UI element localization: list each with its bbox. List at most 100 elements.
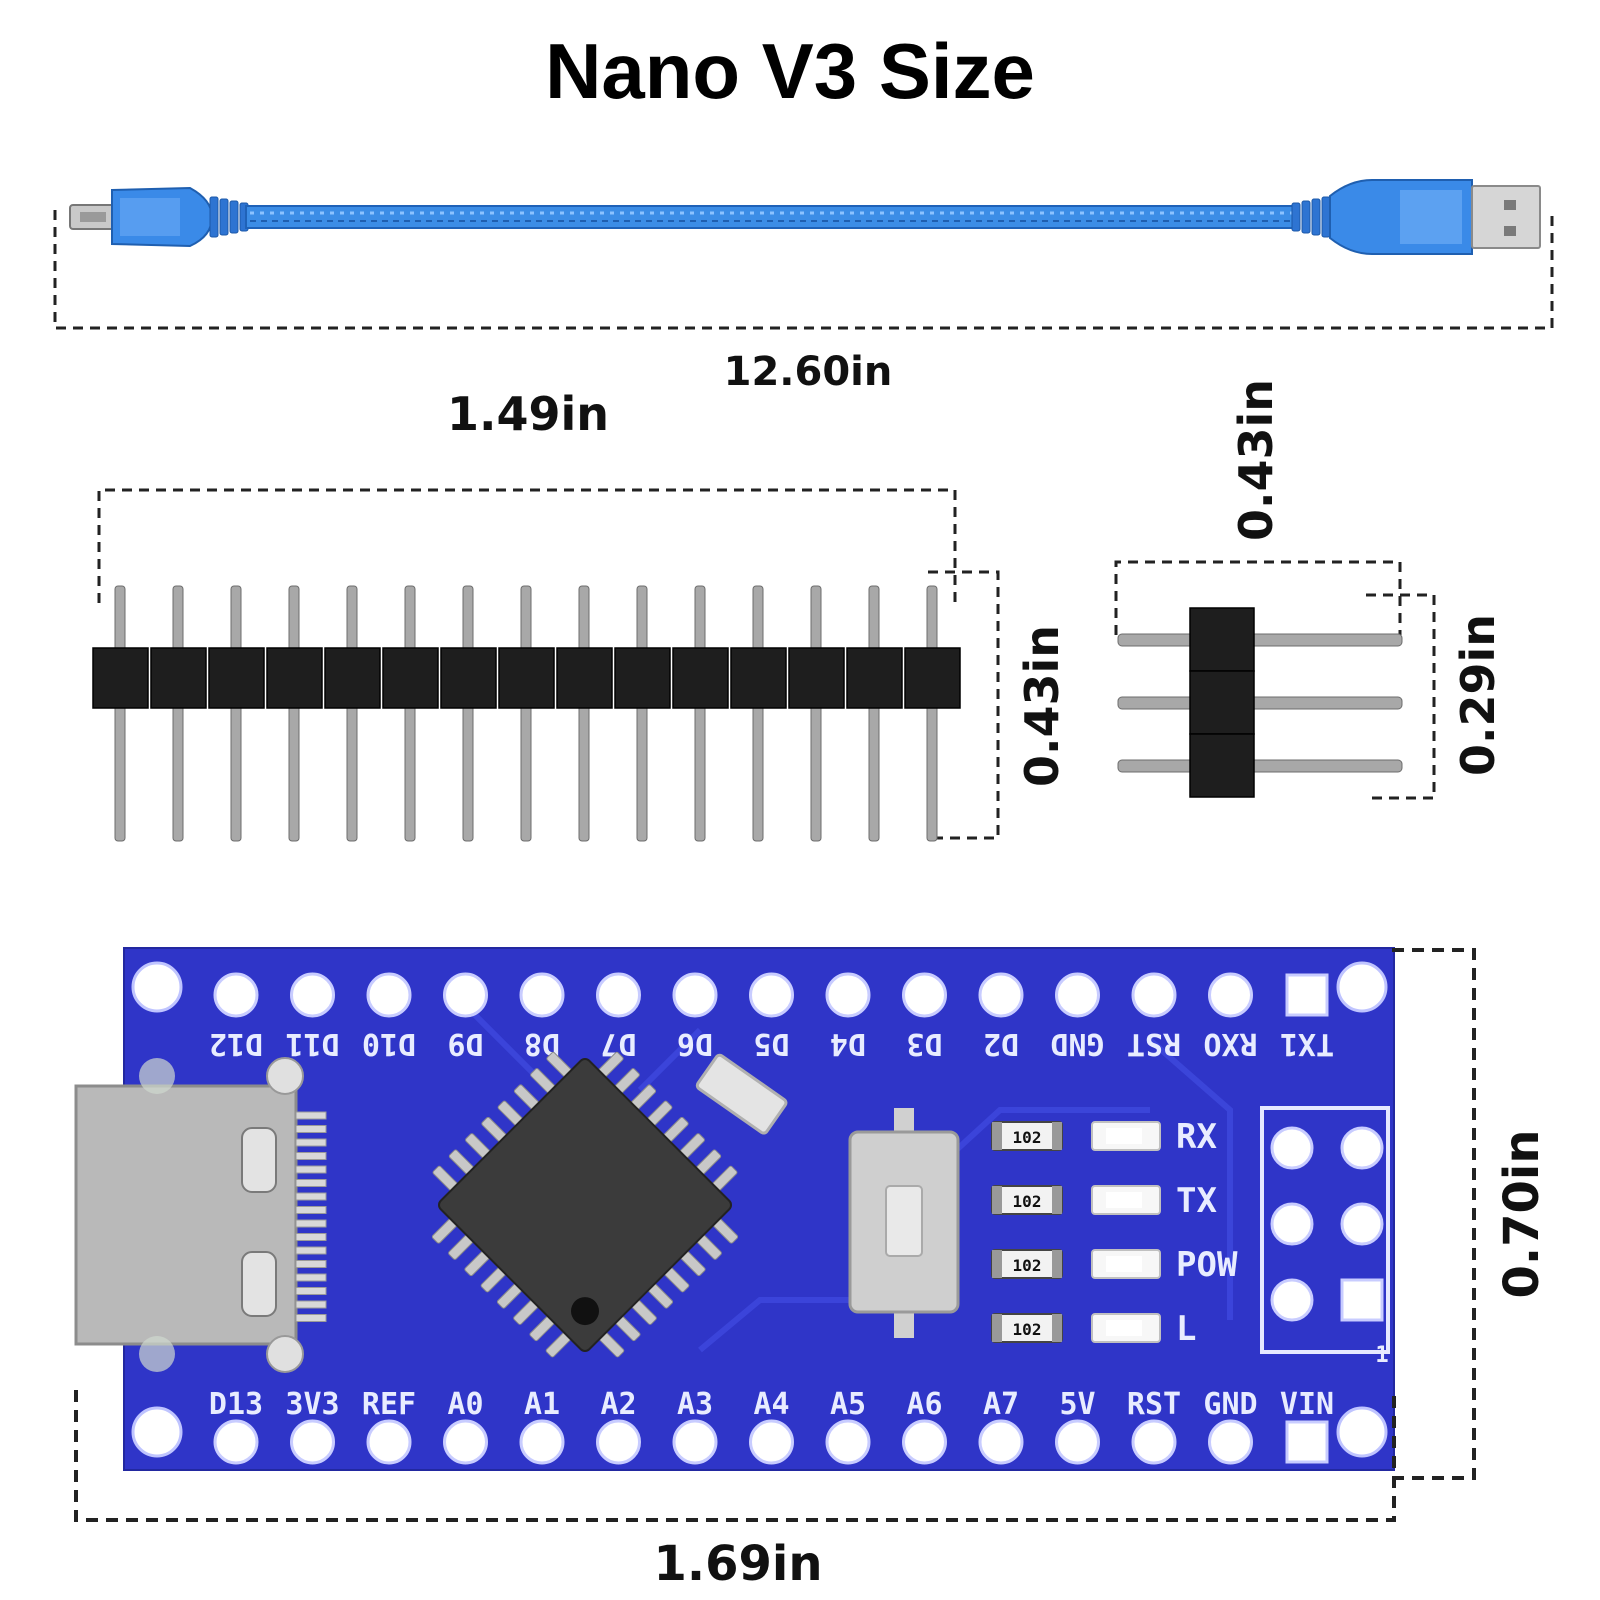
icsp-pin1-marker: 1 [1375, 1343, 1388, 1368]
small-header-block [1189, 670, 1255, 735]
bottom-pad [672, 1419, 718, 1465]
usbc-pin [295, 1273, 327, 1282]
bottom-pin-label: A1 [524, 1387, 560, 1422]
header-block [324, 647, 381, 709]
usbc-pin [295, 1165, 327, 1174]
usbc-pin [295, 1206, 327, 1214]
header-block [846, 647, 903, 709]
header-pin [346, 585, 358, 842]
usbc-pin [295, 1233, 327, 1241]
top-pin-label: RXO [1203, 1026, 1257, 1061]
header-block [92, 647, 149, 709]
usbc-pin [295, 1246, 327, 1255]
bottom-pin-label: RST [1127, 1387, 1181, 1422]
top-pin-label: D10 [362, 1026, 416, 1061]
top-pad [596, 972, 641, 1018]
bottom-pad [978, 1419, 1024, 1465]
top-pin-label: D11 [285, 1026, 339, 1061]
top-pad [978, 972, 1024, 1018]
usb-a-plug [1471, 185, 1541, 249]
bottom-pad [213, 1419, 259, 1465]
usbc-pin [295, 1219, 327, 1228]
bottom-pin-label: A0 [447, 1387, 483, 1422]
header-pin [404, 585, 416, 842]
board-width-dimension-line [74, 1390, 1396, 1522]
top-pad [672, 972, 718, 1018]
small-pin-header [1117, 607, 1403, 798]
top-pin-label: D6 [677, 1026, 713, 1061]
usbc-pin [295, 1314, 327, 1322]
led-label: RX [1176, 1117, 1217, 1157]
header-block [150, 647, 207, 709]
bottom-pin-label: A6 [906, 1387, 942, 1422]
usbc-pin [295, 1287, 327, 1295]
icsp-header: 1 [1260, 1106, 1390, 1368]
pcb [123, 947, 1395, 1471]
header-height-label: 0.43in [1015, 625, 1069, 787]
bottom-pin-label: A3 [677, 1387, 713, 1422]
header-block [730, 647, 787, 709]
bottom-pad [443, 1419, 488, 1465]
header-block [672, 647, 729, 709]
top-pin-label: TX1 [1280, 1026, 1334, 1061]
header-block [440, 647, 497, 709]
usbc-pin [295, 1152, 327, 1160]
board-height-dimension-line [1392, 948, 1476, 1480]
bottom-pin-label: VIN [1280, 1387, 1334, 1422]
top-pad [1055, 972, 1100, 1018]
header-pin [114, 585, 126, 842]
bottom-pad [596, 1419, 641, 1465]
header-block [498, 647, 555, 709]
top-pad [519, 972, 565, 1018]
bottom-pin-label: A5 [830, 1387, 866, 1422]
reset-button[interactable] [848, 1108, 960, 1338]
small-header-pin [1117, 759, 1403, 773]
top-pin-label: D12 [209, 1026, 263, 1061]
usbc-pin [295, 1300, 327, 1309]
top-pin-label: D5 [753, 1026, 789, 1061]
header-block [788, 647, 845, 709]
usbc-pin [295, 1138, 327, 1147]
header-pin [578, 585, 590, 842]
resistor-code: 102 [1013, 1256, 1042, 1275]
mounting-holes [131, 961, 1388, 1458]
top-pin-label: GND [1050, 1026, 1104, 1061]
resistor-code: 102 [1013, 1192, 1042, 1211]
resistor-code: 102 [1013, 1320, 1042, 1339]
bottom-pad [749, 1419, 794, 1465]
header-block [266, 647, 323, 709]
small-header-height-label: 0.29in [1451, 614, 1505, 776]
bottom-pad [519, 1419, 565, 1465]
header-pin [810, 585, 822, 842]
led-label: POW [1176, 1245, 1238, 1285]
header-block [904, 647, 961, 709]
top-pin-label: D2 [983, 1026, 1019, 1061]
top-pad [290, 972, 335, 1018]
header-block [556, 647, 613, 709]
header-pin [520, 585, 532, 842]
bottom-pad [1285, 1420, 1329, 1464]
bottom-pin-label: D13 [209, 1387, 263, 1422]
bottom-pin-label: A2 [600, 1387, 636, 1422]
bottom-pin-label: A4 [753, 1387, 789, 1422]
small-header-pin [1117, 633, 1403, 647]
top-pad [902, 972, 947, 1018]
cable-length-label: 12.60in [724, 349, 893, 395]
usbc-pin [295, 1111, 327, 1120]
usb-c-connector [74, 1057, 327, 1373]
header-pin [172, 585, 184, 842]
header-pin [868, 585, 880, 842]
board-height-label: 0.70in [1494, 1129, 1550, 1298]
small-header-width-label: 0.43in [1229, 379, 1283, 541]
header-height-dimension-line [928, 570, 1000, 840]
bottom-pin-label: 5V [1059, 1387, 1095, 1422]
header-pin [288, 585, 300, 842]
atmega-chip [431, 1051, 739, 1358]
top-pad [213, 972, 259, 1018]
bottom-pad [290, 1419, 335, 1465]
small-header-height-dimension-line [1366, 593, 1436, 800]
